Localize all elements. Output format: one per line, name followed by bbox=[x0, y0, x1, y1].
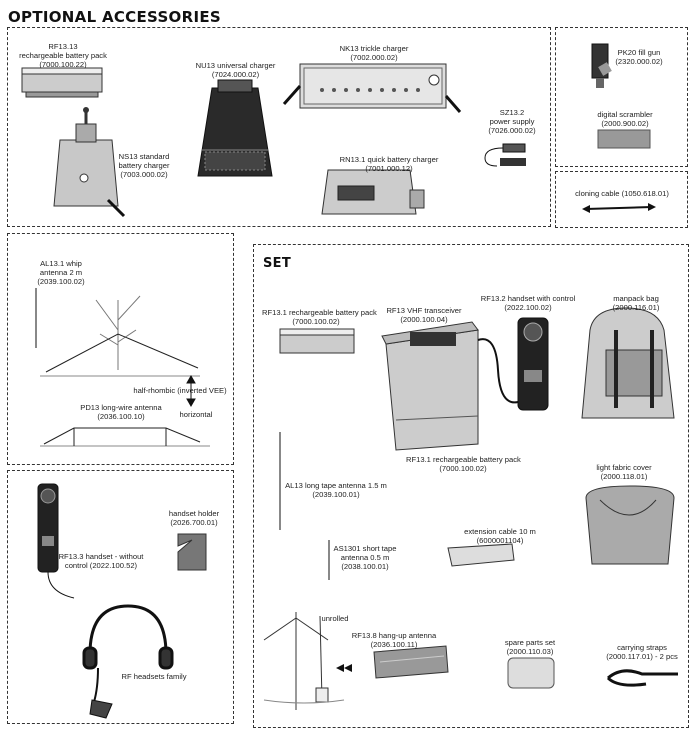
carrying-straps-icon bbox=[606, 669, 678, 687]
rf131-top-label: RF13.1 rechargeable battery pack(7000.10… bbox=[262, 308, 377, 326]
rf131-battery-top-icon bbox=[279, 328, 355, 354]
ns13-charger-icon bbox=[53, 107, 126, 218]
rn131-charger-icon bbox=[321, 169, 425, 215]
manpack-label: manpack bag(2000.116.01) bbox=[612, 294, 660, 312]
fill-gun-box bbox=[555, 27, 688, 167]
nk13-charger-icon bbox=[282, 63, 462, 113]
handset-box bbox=[7, 470, 234, 724]
cloning-cable-box bbox=[555, 171, 688, 228]
nu13-charger-icon bbox=[197, 79, 273, 177]
pd13-label: PD13 long-wire antenna(2036.100.10) bbox=[80, 403, 162, 421]
pk20-fill-gun-icon bbox=[591, 43, 612, 88]
rn131-label: RN13.1 quick battery charger(7001.000.12… bbox=[339, 155, 439, 173]
rf1313-battery-pack-icon bbox=[21, 67, 103, 98]
scrambler-label: digital scrambler(2000.900.02) bbox=[597, 110, 653, 128]
straps-label: carrying straps(2000.117.01) - 2 pcs bbox=[606, 643, 678, 661]
halfrhombic-label: half-rhombic (inverted VEE) bbox=[133, 386, 227, 395]
antenna-box bbox=[7, 233, 234, 465]
rf138-hangup-antenna-icon bbox=[373, 645, 449, 679]
double-arrow-icon bbox=[336, 664, 352, 672]
horizontal-label: horizontal bbox=[179, 410, 213, 419]
headsets-label: RF headsets family bbox=[121, 672, 187, 681]
rf138-label: RF13.8 hang-up antenna(2036.100.11) bbox=[351, 631, 437, 649]
nk13-label: NK13 trickle charger(7002.000.02) bbox=[339, 44, 409, 62]
hangup-antenna-scene-icon bbox=[263, 612, 345, 710]
toggle-arrows-icon bbox=[186, 374, 196, 408]
extension-label: extension cable 10 m(6000001104) bbox=[464, 527, 536, 545]
spare-parts-icon bbox=[507, 657, 555, 689]
handset-holder-icon bbox=[177, 533, 207, 571]
optional-accessories-title: OPTIONAL ACCESSORIES bbox=[8, 8, 221, 26]
unrolled-label: unrolled bbox=[321, 614, 349, 623]
rf13-vhf-label: RF13 VHF transceiver(2000.100.04) bbox=[386, 306, 462, 324]
fabric-cover-icon bbox=[585, 485, 675, 565]
cloning-cable-icon bbox=[582, 203, 656, 213]
optional-accessories-box bbox=[7, 27, 551, 227]
rf132-handset-icon bbox=[477, 317, 549, 411]
rf133-handset-icon bbox=[37, 483, 75, 599]
headset-icon bbox=[82, 604, 174, 719]
nu13-label: NU13 universal charger(7024.000.02) bbox=[195, 61, 276, 79]
pd13-antenna-icon bbox=[40, 295, 210, 447]
spare-label: spare parts set(2000.110.03) bbox=[504, 638, 556, 656]
al13-long-label: AL13 long tape antenna 1.5 m(2039.100.01… bbox=[285, 481, 387, 499]
rf131-bottom-label: RF13.1 rechargeable battery pack(7000.10… bbox=[406, 455, 521, 473]
cloning-label: cloning cable (1050.618.01) bbox=[575, 189, 669, 198]
sz132-power-supply-icon bbox=[484, 143, 526, 167]
rf132-label: RF13.2 handset with control(2022.100.02) bbox=[480, 294, 576, 312]
rf13-transceiver-icon bbox=[381, 321, 479, 451]
extension-cable-icon bbox=[447, 543, 515, 567]
handset-holder-label: handset holder(2026.700.01) bbox=[168, 509, 220, 527]
set-box bbox=[253, 244, 689, 728]
manpack-bag-icon bbox=[581, 307, 675, 419]
fabric-label: light fabric cover(2000.118.01) bbox=[596, 463, 652, 481]
pk20-label: PK20 fill gun(2320.000.02) bbox=[615, 48, 663, 66]
set-title: SET bbox=[263, 256, 292, 271]
scrambler-icon bbox=[597, 129, 651, 149]
